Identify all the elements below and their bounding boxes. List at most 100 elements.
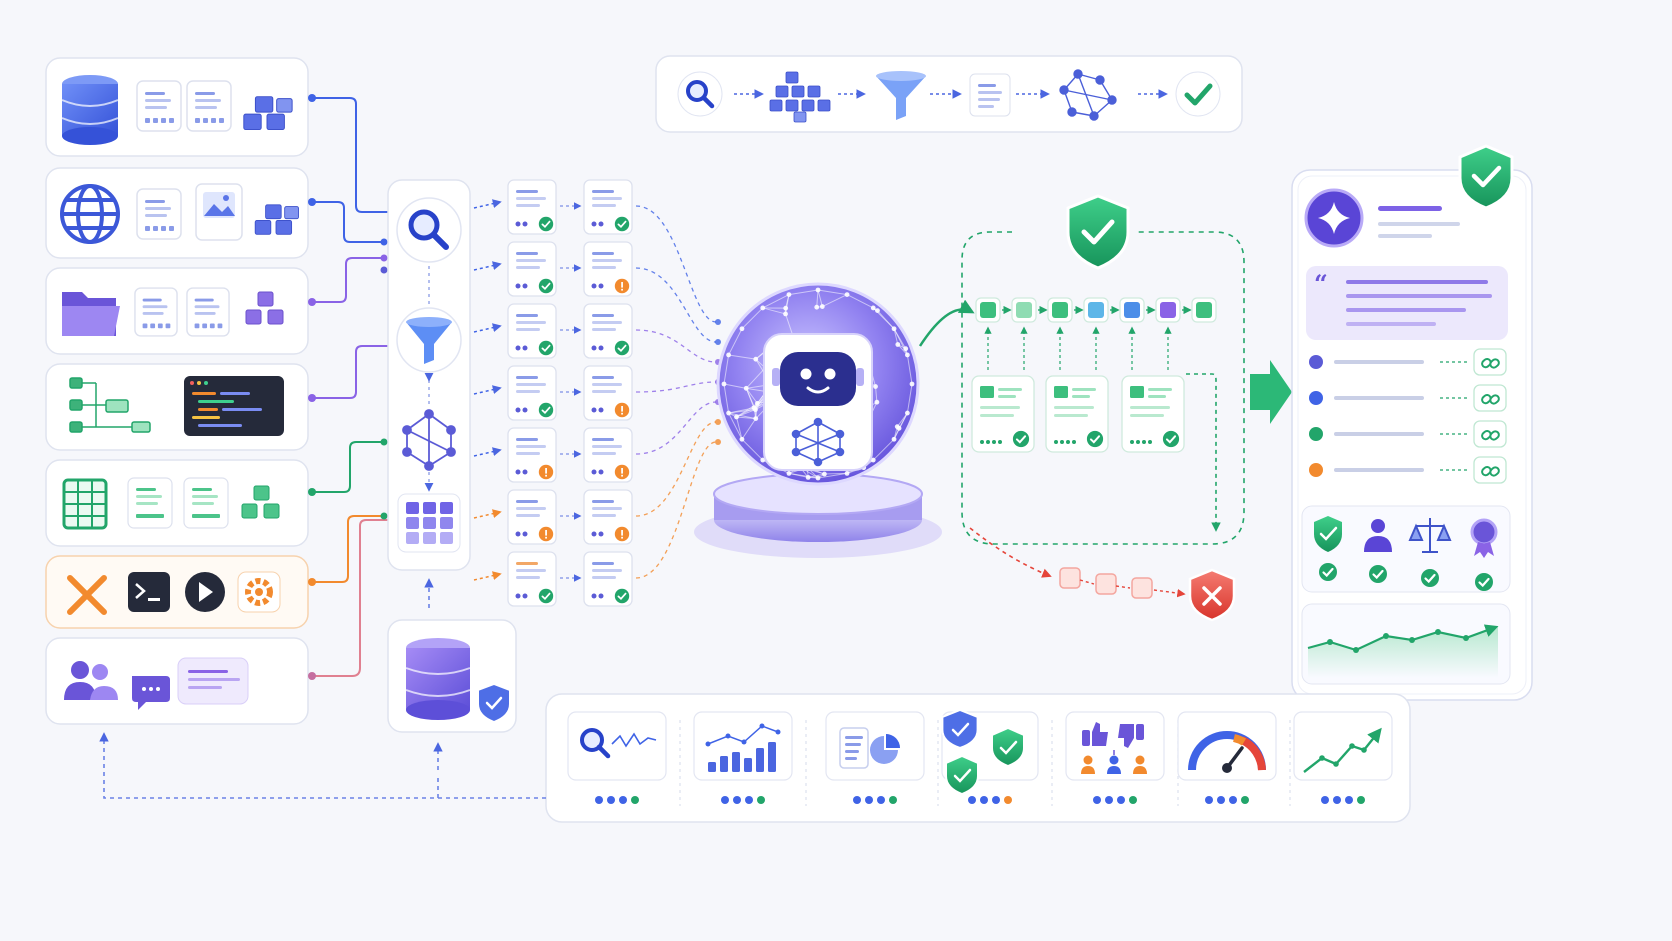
source-web-card[interactable] <box>45 167 309 259</box>
status-dot <box>757 796 765 804</box>
status-dot <box>968 796 976 804</box>
metric-card[interactable] <box>693 711 793 804</box>
source-users-card[interactable] <box>45 637 309 725</box>
validated-document[interactable] <box>1045 375 1109 453</box>
user-icon <box>1364 519 1392 552</box>
filter-button[interactable] <box>396 307 462 373</box>
answer-panel: “ <box>1291 144 1533 701</box>
validation-step[interactable] <box>1155 297 1181 323</box>
search-trend-icon <box>580 728 657 759</box>
validated-document[interactable] <box>1121 375 1185 453</box>
status-dot <box>992 796 1000 804</box>
retrieval-arrow <box>473 385 502 395</box>
warning-icon <box>614 526 630 542</box>
status-dot <box>631 796 639 804</box>
top-pipeline-bar <box>655 55 1243 133</box>
validation-step[interactable] <box>1083 297 1109 323</box>
sparkle-icon <box>1304 188 1364 248</box>
secure-vector-store-card[interactable] <box>387 619 517 733</box>
retrieved-document[interactable] <box>507 365 557 421</box>
check-icon <box>1175 71 1221 117</box>
link-icon[interactable] <box>1473 456 1507 484</box>
shield-reject-icon <box>1188 568 1236 622</box>
retrieved-document[interactable] <box>507 241 557 297</box>
message-bubble-icon <box>177 657 249 705</box>
source-tools-card[interactable] <box>45 555 309 629</box>
check-icon <box>1012 430 1030 448</box>
retrieval-arrow <box>473 261 502 271</box>
metric-card[interactable] <box>1293 711 1393 804</box>
retrieval-arrow <box>473 199 502 209</box>
status-dot <box>745 796 753 804</box>
link-icon[interactable] <box>1473 348 1507 376</box>
grid-icon[interactable] <box>397 493 461 553</box>
cubes-icon <box>245 291 284 325</box>
validation-step[interactable] <box>1011 297 1037 323</box>
gauge-icon <box>1188 731 1266 773</box>
retrieved-document[interactable] <box>507 551 557 607</box>
feedback-loop <box>99 732 546 799</box>
check-icon <box>614 340 630 356</box>
retrieved-document[interactable] <box>583 303 633 359</box>
users-icon <box>64 661 118 700</box>
document-icon <box>134 287 178 337</box>
context-connector <box>635 381 717 393</box>
source-code-card[interactable] <box>45 363 309 451</box>
validation-step[interactable] <box>1119 297 1145 323</box>
check-icon <box>1318 562 1338 582</box>
retrieved-document[interactable] <box>583 241 633 297</box>
warning-icon <box>614 464 630 480</box>
globe-icon <box>60 184 120 244</box>
metric-card[interactable] <box>1177 711 1277 804</box>
tools-icon <box>67 575 107 615</box>
search-icon <box>408 209 449 250</box>
retrieved-document[interactable] <box>507 179 557 235</box>
context-connector <box>635 441 717 579</box>
retrieval-column <box>387 179 471 608</box>
retrieved-document[interactable] <box>507 489 557 545</box>
retrieved-document[interactable] <box>507 427 557 483</box>
status-dot <box>733 796 741 804</box>
retrieved-document[interactable] <box>507 303 557 359</box>
retrieved-document[interactable] <box>583 179 633 235</box>
feedback-icon <box>1081 722 1147 774</box>
source-connectors <box>308 94 388 680</box>
metric-card[interactable] <box>941 708 1039 804</box>
retrieval-arrow <box>473 323 502 333</box>
citation-item[interactable] <box>1309 348 1507 376</box>
document-icon <box>186 80 232 132</box>
status-dot <box>1345 796 1353 804</box>
retrieved-documents-grid <box>473 179 721 607</box>
citation-item[interactable] <box>1309 420 1507 448</box>
metric-card[interactable] <box>567 711 667 804</box>
link-icon[interactable] <box>1473 420 1507 448</box>
bar-chart-icon <box>705 723 781 772</box>
retrieved-document[interactable] <box>583 365 633 421</box>
source-spreadsheet-card[interactable] <box>45 459 309 547</box>
citation-item[interactable] <box>1309 456 1507 484</box>
status-dot <box>619 796 627 804</box>
growth-icon <box>1303 727 1382 773</box>
context-connector <box>635 329 717 363</box>
validation-step[interactable] <box>975 297 1001 323</box>
check-icon <box>614 588 630 604</box>
status-dot <box>1117 796 1125 804</box>
metric-card[interactable] <box>825 711 925 804</box>
validated-document[interactable] <box>971 375 1035 453</box>
status-dot <box>1129 796 1137 804</box>
report-icon <box>839 727 900 769</box>
status-dot <box>889 796 897 804</box>
metric-card[interactable] <box>1065 711 1165 804</box>
validation-step[interactable] <box>1047 297 1073 323</box>
source-database-card[interactable] <box>45 57 309 157</box>
shield-icon <box>1314 516 1342 552</box>
retrieved-document[interactable] <box>583 551 633 607</box>
link-icon[interactable] <box>1473 384 1507 412</box>
source-files-card[interactable] <box>45 267 309 355</box>
validation-step[interactable] <box>1191 297 1217 323</box>
search-button[interactable] <box>396 197 462 263</box>
check-icon <box>538 340 554 356</box>
retrieved-document[interactable] <box>583 489 633 545</box>
retrieved-document[interactable] <box>583 427 633 483</box>
citation-item[interactable] <box>1309 384 1507 412</box>
